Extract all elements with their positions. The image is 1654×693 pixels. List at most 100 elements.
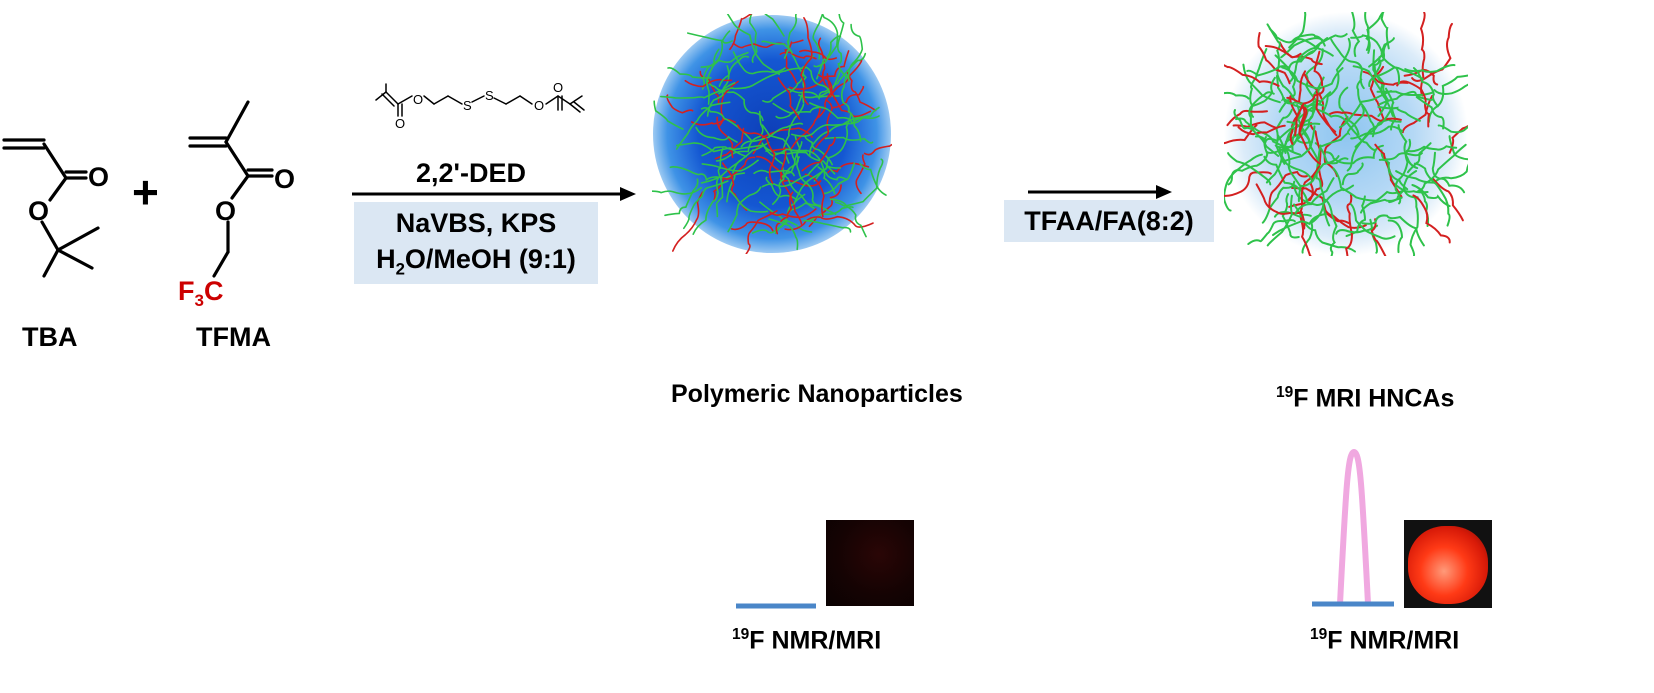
polymer-chain [1364,12,1371,54]
polymer-chain [664,178,699,217]
polymer-chain [753,169,795,177]
polymer-chain [831,85,865,109]
crosslinker-carbonyl-o-right: O [553,80,563,95]
polymer-chain [1313,50,1324,87]
polymer-chain [1299,217,1313,256]
polymer-chain [1325,144,1384,165]
polymer-chain [764,14,785,37]
polymer-chain [772,148,836,175]
polymer-chain [1378,158,1409,191]
polymer-chain [812,14,824,60]
polymer-chain [1370,218,1387,256]
polymer-chain [730,221,774,232]
crosslinker-carbonyl-o-left: O [395,116,405,131]
polymer-chain [1394,138,1412,205]
polymer-chain [1294,87,1325,137]
polymer-chain [706,65,730,117]
step2-reagents: TFAA/FA(8:2) [1024,206,1194,236]
polymer-chain [822,162,856,195]
polymer-chain [1255,183,1303,215]
polymer-chain [1412,194,1451,244]
tba-ester-oxygen: O [28,196,49,226]
polymer-chain [817,166,847,181]
hnca-mri-image [1404,520,1492,608]
polymer-chain [728,189,769,213]
polymer-chain [1406,142,1432,174]
polymer-chain [782,103,805,164]
crosslinker-s-right: S [485,88,494,103]
polymer-chain [1323,116,1349,177]
polymer-chain [818,52,867,100]
polymer-chain [718,67,806,95]
polymer-chain [1377,105,1421,122]
polymer-chain [1272,213,1327,236]
polymer-chain [772,141,803,205]
hnca-readout-label: 19F NMR/MRI [1310,626,1460,655]
polymer-chain [1288,12,1307,49]
hnca-nmr-spectrum [1312,448,1394,607]
polymer-chain [732,51,786,75]
polymer-chain [808,184,842,228]
polymer-chain [1299,166,1320,230]
step1-solvent: H2O/MeOH (9:1) [376,244,576,279]
polymer-chain [1405,145,1458,153]
polymer-chain [824,136,874,144]
tba-carbonyl-oxygen: O [88,162,109,192]
step1-conditions-box: NaVBS, KPS H2O/MeOH (9:1) [354,202,598,284]
polymer-chain [1409,195,1419,256]
polymer-chain [1305,48,1324,102]
polymer-chain [1335,224,1379,235]
polymer-chain [1396,80,1431,128]
polymer-chain [784,215,874,231]
polymer-chain [1380,12,1390,50]
polymer-chain [692,177,719,235]
polymer-chain [1282,96,1321,109]
polymer-chain [732,42,786,49]
polymer-chain [1294,177,1335,215]
polymer-chain [683,180,729,230]
polymer-chain [1248,91,1275,129]
polymer-chain [1432,177,1464,222]
polymer-chain [1448,135,1468,161]
polymer-chain [1311,106,1377,152]
polymer-chain [804,135,833,166]
polymer-chain [1297,70,1307,136]
tba-structure [2,138,100,278]
polymer-chain [1412,67,1439,108]
polymer-chain [1268,170,1308,208]
polymer-chain [793,165,842,205]
polymer-chain [712,156,756,202]
polymer-chain [1227,152,1272,186]
nanoparticle-readout-label: 19F NMR/MRI [732,626,882,655]
polymer-chain [840,73,862,142]
polymer-chain [1226,109,1268,127]
polymer-chain [779,51,817,60]
polymer-chain [801,137,836,172]
polymer-chain [1350,203,1396,240]
polymer-chain [1250,76,1276,108]
polymer-chain [666,94,694,114]
polymer-chain [1273,210,1312,218]
polymer-chain [1350,118,1402,140]
polymer-chain [809,102,880,125]
polymer-chain [726,14,780,75]
step1-reagents: NaVBS, KPS [395,208,557,238]
polymer-chain [1237,124,1286,136]
crosslinker-name: 2,2'-DED [416,158,526,188]
polymer-chain [1224,91,1250,100]
polymer-chain [811,99,833,154]
polymer-chain [1268,27,1334,57]
polymer-chain [1372,49,1394,117]
polymer-chain [1341,162,1364,186]
polymer-chain [715,147,724,218]
polymer-chain [706,79,764,122]
nanoparticles-label: Polymeric Nanoparticles [671,380,963,408]
step2-conditions-box: TFAA/FA(8:2) [1004,200,1214,242]
polymer-chain [1315,144,1331,227]
polymer-chain [780,146,803,225]
polymer-chain [1413,162,1451,227]
polymer-chain [1448,125,1468,154]
crosslinker-structure [375,83,585,117]
polymer-chain [1320,105,1365,148]
